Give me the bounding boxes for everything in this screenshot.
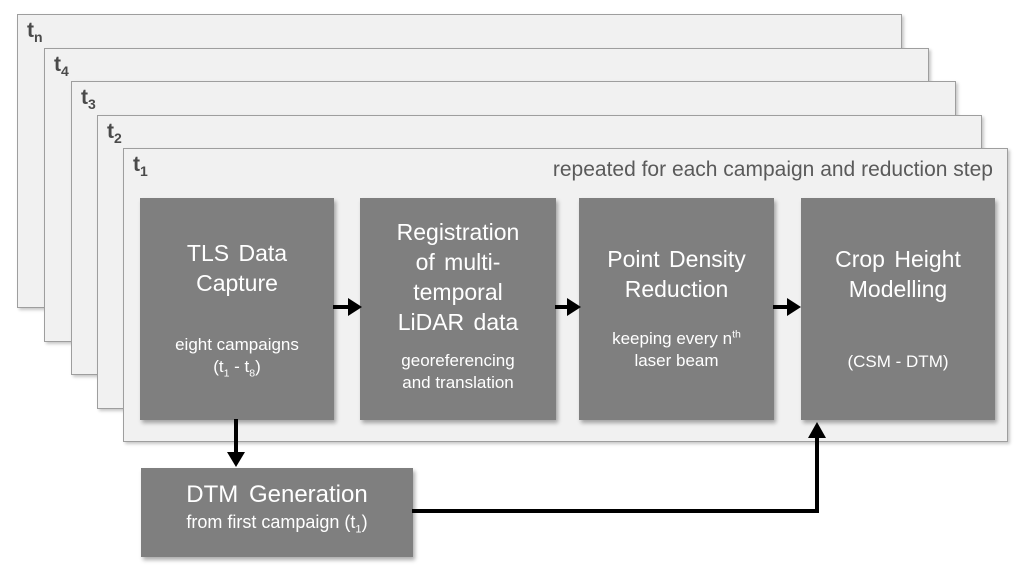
title-line: temporal [413,279,503,305]
box-title: Crop Height Modelling [801,244,995,304]
layer-label-base: t [54,53,61,76]
layer-label-tn: tn [27,18,43,44]
subtitle-line: keeping every nth [579,328,774,350]
title-line: Capture [196,270,278,296]
box-title: Point Density Reduction [579,244,774,304]
layer-label-t3: t3 [81,85,96,111]
box-title: TLS Data Capture [140,238,334,298]
text-segment: ) [255,357,261,376]
title-line: Crop Height [835,246,961,272]
layer-label-subscript: 4 [61,63,69,80]
subtitle-line: (t1 - t8) [140,356,334,380]
process-box-point-density-reduction: Point Density Reduction keeping every nt… [579,198,774,420]
layer-label-t4: t4 [54,52,69,78]
process-box-crop-height-modelling: Crop Height Modelling (CSM - DTM) [801,198,995,420]
layer-label-subscript: 3 [88,96,96,113]
process-box-tls-data-capture: TLS Data Capture eight campaigns (t1 - t… [140,198,334,420]
layer-label-base: t [81,86,88,109]
title-line: Modelling [848,276,948,302]
layer-label-base: t [107,120,114,143]
process-box-dtm-generation: DTM Generation from first campaign (t1) [141,468,413,557]
subtitle-line: laser beam [634,351,719,370]
title-line: Point Density [607,246,746,272]
box-title: DTM Generation [186,481,368,508]
layer-label-t1: t1 [133,152,148,178]
superscript: th [732,328,741,341]
layer-label-subscript: 1 [140,163,148,180]
text-segment: ) [361,512,368,532]
title-line: LiDAR data [397,309,519,335]
layer-label-t2: t2 [107,119,122,145]
title-line: TLS Data [186,240,288,266]
subtitle-line: and translation [402,373,514,392]
repeat-annotation: repeated for each campaign and reduction… [552,158,993,181]
layer-label-subscript: n [34,29,43,46]
subtitle-line: eight campaigns [175,335,299,354]
text-segment: keeping every n [612,329,733,348]
title-line: Registration [396,219,520,245]
title-line: Reduction [624,276,729,302]
box-subtitle: georeferencing and translation [360,350,556,394]
box-subtitle: from first campaign (t1) [141,510,413,536]
subscript: 1 [355,523,362,536]
box-subtitle: (CSM - DTM) [847,352,949,371]
arrow-head [227,452,245,467]
box-subtitle: keeping every nth laser beam [579,328,774,372]
subtitle-line: georeferencing [401,351,515,370]
process-box-registration: Registration of multi- temporal LiDAR da… [360,198,556,420]
text-segment: from first campaign (t [186,512,356,532]
layer-label-subscript: 2 [114,130,122,147]
layer-label-base: t [133,153,140,176]
text-segment: - t [229,357,250,376]
subscript: 1 [223,367,230,380]
box-subtitle: eight campaigns (t1 - t8) [140,334,334,380]
connector-line [412,437,819,513]
subscript: 8 [249,367,256,380]
text-segment: (t [213,357,224,376]
box-title: Registration of multi- temporal LiDAR da… [360,217,556,337]
title-line: of multi- [415,249,501,275]
layer-label-base: t [27,19,34,42]
